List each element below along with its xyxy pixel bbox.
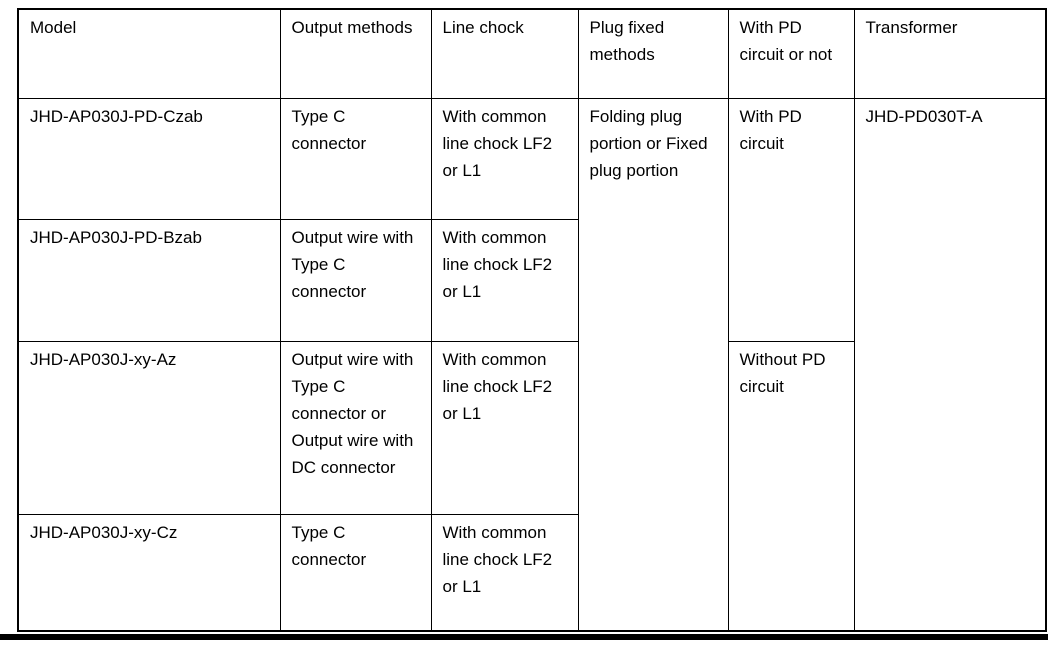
table-row: JHD-AP030J-xy-Cz Type C connector With c… — [17, 513, 1046, 632]
table-row: JHD-AP030J-PD-Czab Type C connector With… — [17, 97, 1047, 632]
cell-line-chock-3: With common line chock LF2 or L1 — [430, 340, 579, 515]
cell-plug-fixed-methods: Folding plug portion or Fixed plug porti… — [577, 97, 729, 632]
cell-model-4: JHD-AP030J-xy-Cz — [17, 513, 281, 632]
cell-output-method-4: Type C connector — [279, 513, 432, 632]
cell-model-3: JHD-AP030J-xy-Az — [17, 340, 281, 515]
table-row: JHD-AP030J-PD-Bzab Output wire with Type… — [17, 218, 1046, 342]
cell-line-chock-1: With common line chock LF2 or L1 — [430, 97, 579, 220]
table-row: JHD-AP030J-xy-Az Output wire with Type C… — [17, 340, 1046, 632]
header-transformer: Transformer — [853, 8, 1047, 99]
cell-output-method-3: Output wire with Type C connector or Out… — [279, 340, 432, 515]
cell-transformer: JHD-PD030T-A — [853, 97, 1047, 632]
cell-line-chock-4: With common line chock LF2 or L1 — [430, 513, 579, 632]
product-spec-table: Model Output methods Line chock Plug fix… — [17, 8, 1047, 632]
header-model: Model — [17, 8, 281, 99]
header-with-pd-circuit-or-not: With PD circuit or not — [727, 8, 855, 99]
cell-with-pd-circuit: With PD circuit — [727, 97, 855, 342]
header-line-chock: Line chock — [430, 8, 579, 99]
table-header-row: Model Output methods Line chock Plug fix… — [17, 8, 1047, 99]
cell-model-1: JHD-AP030J-PD-Czab — [17, 97, 281, 220]
cell-line-chock-2: With common line chock LF2 or L1 — [430, 218, 579, 342]
cell-output-method-1: Type C connector — [279, 97, 432, 220]
cell-without-pd-circuit: Without PD circuit — [727, 340, 855, 632]
header-output-methods: Output methods — [279, 8, 432, 99]
header-plug-fixed-methods: Plug fixed methods — [577, 8, 729, 99]
cell-output-method-2: Output wire with Type C connector — [279, 218, 432, 342]
page-bottom-rule — [0, 634, 1048, 640]
cell-model-2: JHD-AP030J-PD-Bzab — [17, 218, 281, 342]
